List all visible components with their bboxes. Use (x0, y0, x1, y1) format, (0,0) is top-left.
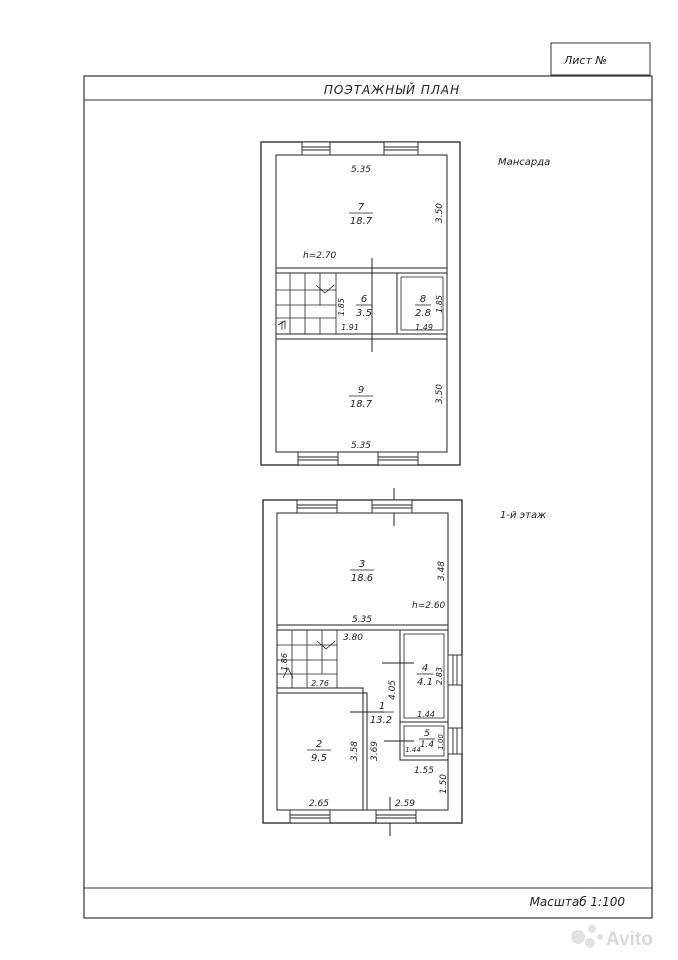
attic-room-8-inner (400, 276, 444, 331)
attic-room-8: 8 2.8 (415, 294, 431, 319)
floor1-windows (289, 499, 463, 824)
svg-text:5: 5 (424, 729, 430, 739)
floor1-dim-r5-depth: 1.00 (437, 734, 445, 750)
attic-height: h=2.70 (303, 251, 337, 261)
floor1-dim-entry-width: 1.55 (414, 766, 434, 776)
floor1-room-1: 1 13.2 (370, 701, 394, 726)
svg-text:18.7: 18.7 (350, 216, 373, 227)
attic-dim-mid-right: 1.85 (435, 295, 444, 313)
svg-text:8: 8 (420, 294, 426, 305)
floor1-dim-r3-depth: 3.48 (437, 561, 447, 581)
floor1-dim-hall-width: 3.80 (343, 633, 363, 643)
floor1-room-5: 5 1.4 (419, 729, 435, 750)
avito-watermark: Avito (571, 925, 653, 950)
svg-text:9: 9 (358, 385, 364, 396)
sheet-title: ПОЭТАЖНЫЙ ПЛАН (324, 82, 460, 97)
floor1-label: 1-й этаж (500, 510, 546, 521)
attic-dim-mid-width-8: 1.49 (415, 323, 433, 332)
attic-dim-bottom-depth: 3.50 (435, 384, 445, 404)
floor1-dim-r4-width: 1.44 (417, 710, 435, 719)
attic-label: Мансарда (498, 157, 550, 168)
svg-text:2: 2 (316, 739, 322, 750)
floor1-dim-r3-width: 5.35 (352, 615, 372, 625)
attic-room-8-walls (396, 272, 448, 335)
sheet-frame (83, 75, 653, 919)
attic-outer-wall (260, 141, 461, 466)
attic-dim-mid-width-6: 1.91 (341, 323, 359, 332)
floor1-dim-stair-depth: 1.86 (280, 653, 289, 671)
svg-text:1.4: 1.4 (420, 740, 435, 750)
floor1-dim-entry-depth: 1.50 (439, 774, 449, 794)
floor1-dim-stair-width: 2.76 (311, 679, 329, 688)
floor1-dim-r5-width-a: 1.44 (405, 746, 421, 754)
svg-text:2.8: 2.8 (415, 308, 431, 319)
scale-label: Масштаб 1:100 (530, 895, 626, 909)
floor1-height: h=2.60 (412, 601, 446, 611)
svg-text:1: 1 (379, 701, 385, 712)
avito-watermark-text: Avito (606, 929, 653, 950)
svg-text:18.6: 18.6 (351, 573, 373, 584)
svg-text:4.1: 4.1 (417, 677, 433, 688)
svg-text:3.5: 3.5 (356, 308, 372, 319)
attic-plan: Мансарда h=2.70 5.35 3.50 1.85 1.85 1.91… (260, 141, 550, 466)
floor1-dim-r2-depth: 3.58 (350, 741, 360, 761)
svg-text:4: 4 (422, 663, 428, 674)
attic-windows (297, 141, 419, 466)
attic-room-9: 9 18.7 (349, 385, 373, 410)
floor1-room-2: 2 9.5 (307, 739, 331, 764)
floor1-dim-hall-depth: 4.05 (388, 680, 398, 700)
attic-room-7: 7 18.7 (349, 202, 373, 227)
floor1-dim-r2-width: 2.65 (309, 799, 329, 809)
svg-text:3: 3 (359, 559, 365, 570)
attic-dim-mid-left: 1.85 (337, 298, 346, 316)
sheet-number-box (550, 42, 651, 76)
svg-text:6: 6 (361, 294, 367, 305)
floor1-dim-hall-lower-width: 2.59 (395, 799, 415, 809)
attic-dim-top-depth: 3.50 (435, 203, 445, 223)
floor1-room-3: 3 18.6 (350, 559, 374, 584)
attic-stair (275, 272, 337, 335)
svg-text:9.5: 9.5 (311, 753, 327, 764)
sheet-number-label: Лист № (563, 54, 607, 67)
svg-text:13.2: 13.2 (370, 715, 392, 726)
floor1-dim-hall-lower-depth: 3.69 (370, 741, 380, 761)
floor1-room-2-walls (277, 687, 364, 810)
floor1-dim-r4-depth: 2.83 (435, 667, 444, 685)
attic-dim-bottom-width: 5.35 (351, 441, 371, 451)
attic-dim-top-width: 5.35 (351, 165, 371, 175)
attic-room-6: 6 3.5 (356, 294, 372, 319)
svg-text:18.7: 18.7 (350, 399, 373, 410)
floor1-room-2-walls-b (277, 692, 368, 810)
floor1-room-4-inner (403, 633, 445, 719)
first-floor-plan: 1-й этаж h=2.60 5.35 3.48 3.80 1.86 2.76… (262, 488, 546, 836)
svg-text:7: 7 (358, 202, 365, 213)
floor1-room-4: 4 4.1 (417, 663, 433, 688)
